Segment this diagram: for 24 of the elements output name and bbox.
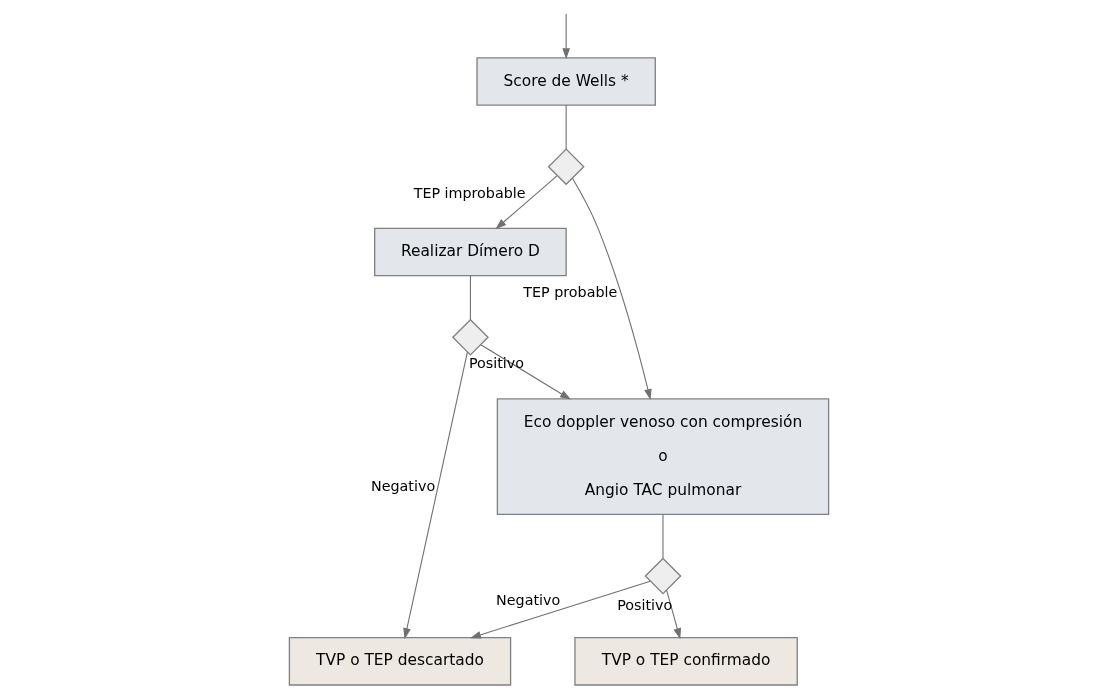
connector	[565, 104, 567, 150]
edge-label: Positivo	[468, 354, 524, 371]
connector	[469, 275, 471, 321]
edge-label: Negativo	[495, 592, 560, 609]
arrow	[665, 589, 681, 640]
arrow	[469, 580, 651, 639]
node-box: Eco doppler venoso con compresión o Angio TAC pulmonar	[496, 398, 829, 516]
arrow	[561, 13, 570, 60]
arrow	[571, 177, 652, 401]
edge-label: TEP improbable	[413, 184, 526, 201]
arrow	[402, 351, 468, 640]
connector	[661, 514, 664, 559]
edge-label: Negativo	[370, 478, 435, 495]
node-diamond	[643, 557, 682, 595]
arrow	[479, 344, 571, 400]
node-diamond	[547, 148, 585, 186]
node-box: TVP o TEP descartado	[288, 637, 511, 686]
node-box: Realizar Dímero D	[373, 227, 567, 277]
edge-label: TEP probable	[522, 284, 617, 301]
arrow	[494, 175, 558, 230]
node-box: TVP o TEP confirmado	[573, 637, 798, 686]
node-diamond	[451, 318, 489, 356]
node-box: Score de Wells *	[475, 57, 656, 106]
edge-label: Positivo	[616, 597, 672, 614]
